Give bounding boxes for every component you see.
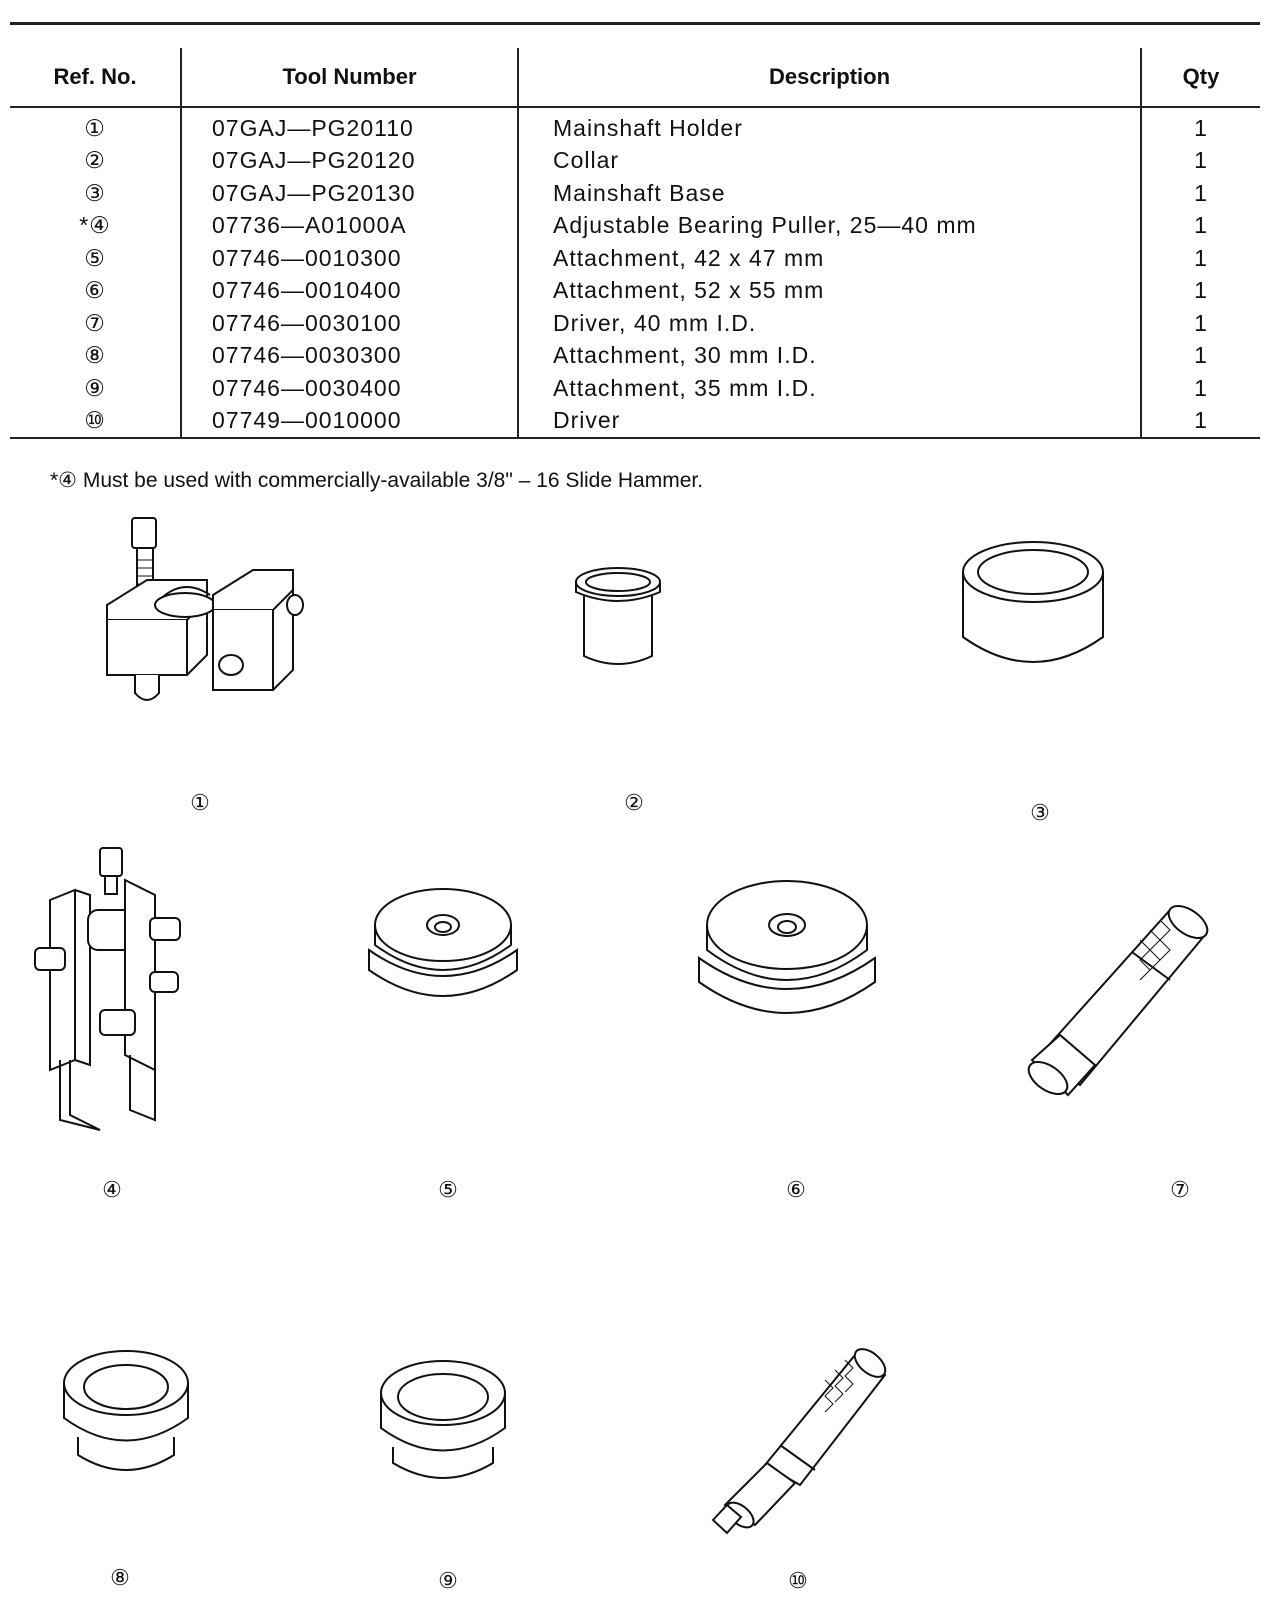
figure-label-7: ⑦ — [1170, 1177, 1190, 1202]
figure-label-2: ② — [624, 790, 644, 815]
driver-illustration — [705, 1325, 905, 1545]
ref-cell: ⑧ — [84, 342, 106, 369]
description-cell: Adjustable Bearing Puller, 25—40 mm — [517, 209, 1141, 242]
header-qty: Qty — [1140, 48, 1260, 108]
description-cell: Collar — [517, 144, 1141, 177]
table-row: ⑤ 07746—0010300 Attachment, 42 x 47 mm 1 — [10, 242, 1260, 275]
tool-number-cell: 07746—0030300 — [180, 339, 518, 372]
figure-label-4: ④ — [102, 1177, 122, 1202]
qty-cell: 1 — [1140, 242, 1260, 275]
table-row: ② 07GAJ—PG20120 Collar 1 — [10, 144, 1260, 177]
ref-cell: *④ — [79, 212, 111, 239]
header-tool-number: Tool Number — [180, 48, 518, 108]
description-cell: Mainshaft Holder — [517, 107, 1141, 145]
attachment-52x55-illustration — [695, 870, 885, 1055]
table-row: *④ 07736—A01000A Adjustable Bearing Pull… — [10, 209, 1260, 242]
figure-label-3: ③ — [1030, 800, 1050, 825]
ref-cell: ① — [84, 114, 106, 141]
table-row: ③ 07GAJ—PG20130 Mainshaft Base 1 — [10, 177, 1260, 210]
description-cell: Attachment, 30 mm I.D. — [517, 339, 1141, 372]
figure-label-8: ⑧ — [110, 1565, 130, 1590]
description-cell: Attachment, 35 mm I.D. — [517, 372, 1141, 405]
qty-cell: 1 — [1140, 404, 1260, 439]
description-cell: Driver, 40 mm I.D. — [517, 307, 1141, 340]
tool-number-cell: 07749—0010000 — [180, 404, 518, 439]
table-row: ⑦ 07746—0030100 Driver, 40 mm I.D. 1 — [10, 307, 1260, 340]
figure-label-6: ⑥ — [786, 1177, 806, 1202]
qty-cell: 1 — [1140, 209, 1260, 242]
ref-cell: ③ — [84, 179, 106, 206]
tool-number-cell: 07746—0030100 — [180, 307, 518, 340]
ref-cell: ⑥ — [84, 277, 106, 304]
ref-cell: ⑩ — [10, 404, 181, 439]
tool-number-cell: 07GAJ—PG20110 — [180, 107, 518, 145]
ref-cell: ⑨ — [84, 374, 106, 401]
qty-cell: 1 — [1140, 339, 1260, 372]
special-tools-table: Ref. No. Tool Number Description Qty ① 0… — [10, 48, 1260, 439]
figure-label-10: ⑩ — [788, 1568, 808, 1593]
collar-illustration — [570, 562, 670, 682]
tool-number-cell: 07746—0010400 — [180, 274, 518, 307]
tool-number-cell: 07GAJ—PG20130 — [180, 177, 518, 210]
attachment-42x47-illustration — [365, 880, 525, 1030]
table-row: ⑨ 07746—0030400 Attachment, 35 mm I.D. 1 — [10, 372, 1260, 405]
driver-40mm-illustration — [1020, 890, 1220, 1110]
header-ref-no: Ref. No. — [10, 48, 181, 108]
ref-cell: ⑦ — [84, 309, 106, 336]
description-cell: Attachment, 52 x 55 mm — [517, 274, 1141, 307]
qty-cell: 1 — [1140, 372, 1260, 405]
top-rule — [10, 22, 1260, 25]
tool-number-cell: 07736—A01000A — [180, 209, 518, 242]
attachment-30mm-illustration — [58, 1345, 198, 1480]
table-row: ① 07GAJ—PG20110 Mainshaft Holder 1 — [10, 107, 1260, 145]
description-cell: Attachment, 42 x 47 mm — [517, 242, 1141, 275]
ref-cell: ⑤ — [84, 244, 106, 271]
table-row: ⑥ 07746—0010400 Attachment, 52 x 55 mm 1 — [10, 274, 1260, 307]
qty-cell: 1 — [1140, 307, 1260, 340]
description-cell: Driver — [517, 404, 1141, 439]
header-description: Description — [517, 48, 1141, 108]
attachment-35mm-illustration — [375, 1355, 515, 1490]
tool-number-cell: 07746—0010300 — [180, 242, 518, 275]
table-header-row: Ref. No. Tool Number Description Qty — [10, 48, 1260, 108]
figure-label-9: ⑨ — [438, 1568, 458, 1593]
qty-cell: 1 — [1140, 107, 1260, 145]
bearing-puller-illustration — [30, 840, 200, 1135]
figure-label-5: ⑤ — [438, 1177, 458, 1202]
tool-number-cell: 07746—0030400 — [180, 372, 518, 405]
tool-number-cell: 07GAJ—PG20120 — [180, 144, 518, 177]
ref-cell: ② — [84, 147, 106, 174]
qty-cell: 1 — [1140, 177, 1260, 210]
qty-cell: 1 — [1140, 274, 1260, 307]
description-cell: Mainshaft Base — [517, 177, 1141, 210]
figure-label-1: ① — [190, 790, 210, 815]
table-row: ⑧ 07746—0030300 Attachment, 30 mm I.D. 1 — [10, 339, 1260, 372]
qty-cell: 1 — [1140, 144, 1260, 177]
table-row: ⑩ 07749—0010000 Driver 1 — [10, 404, 1260, 439]
footnote: *④ Must be used with commercially-availa… — [50, 469, 704, 492]
mainshaft-base-illustration — [955, 532, 1115, 682]
mainshaft-holder-illustration — [95, 510, 315, 725]
